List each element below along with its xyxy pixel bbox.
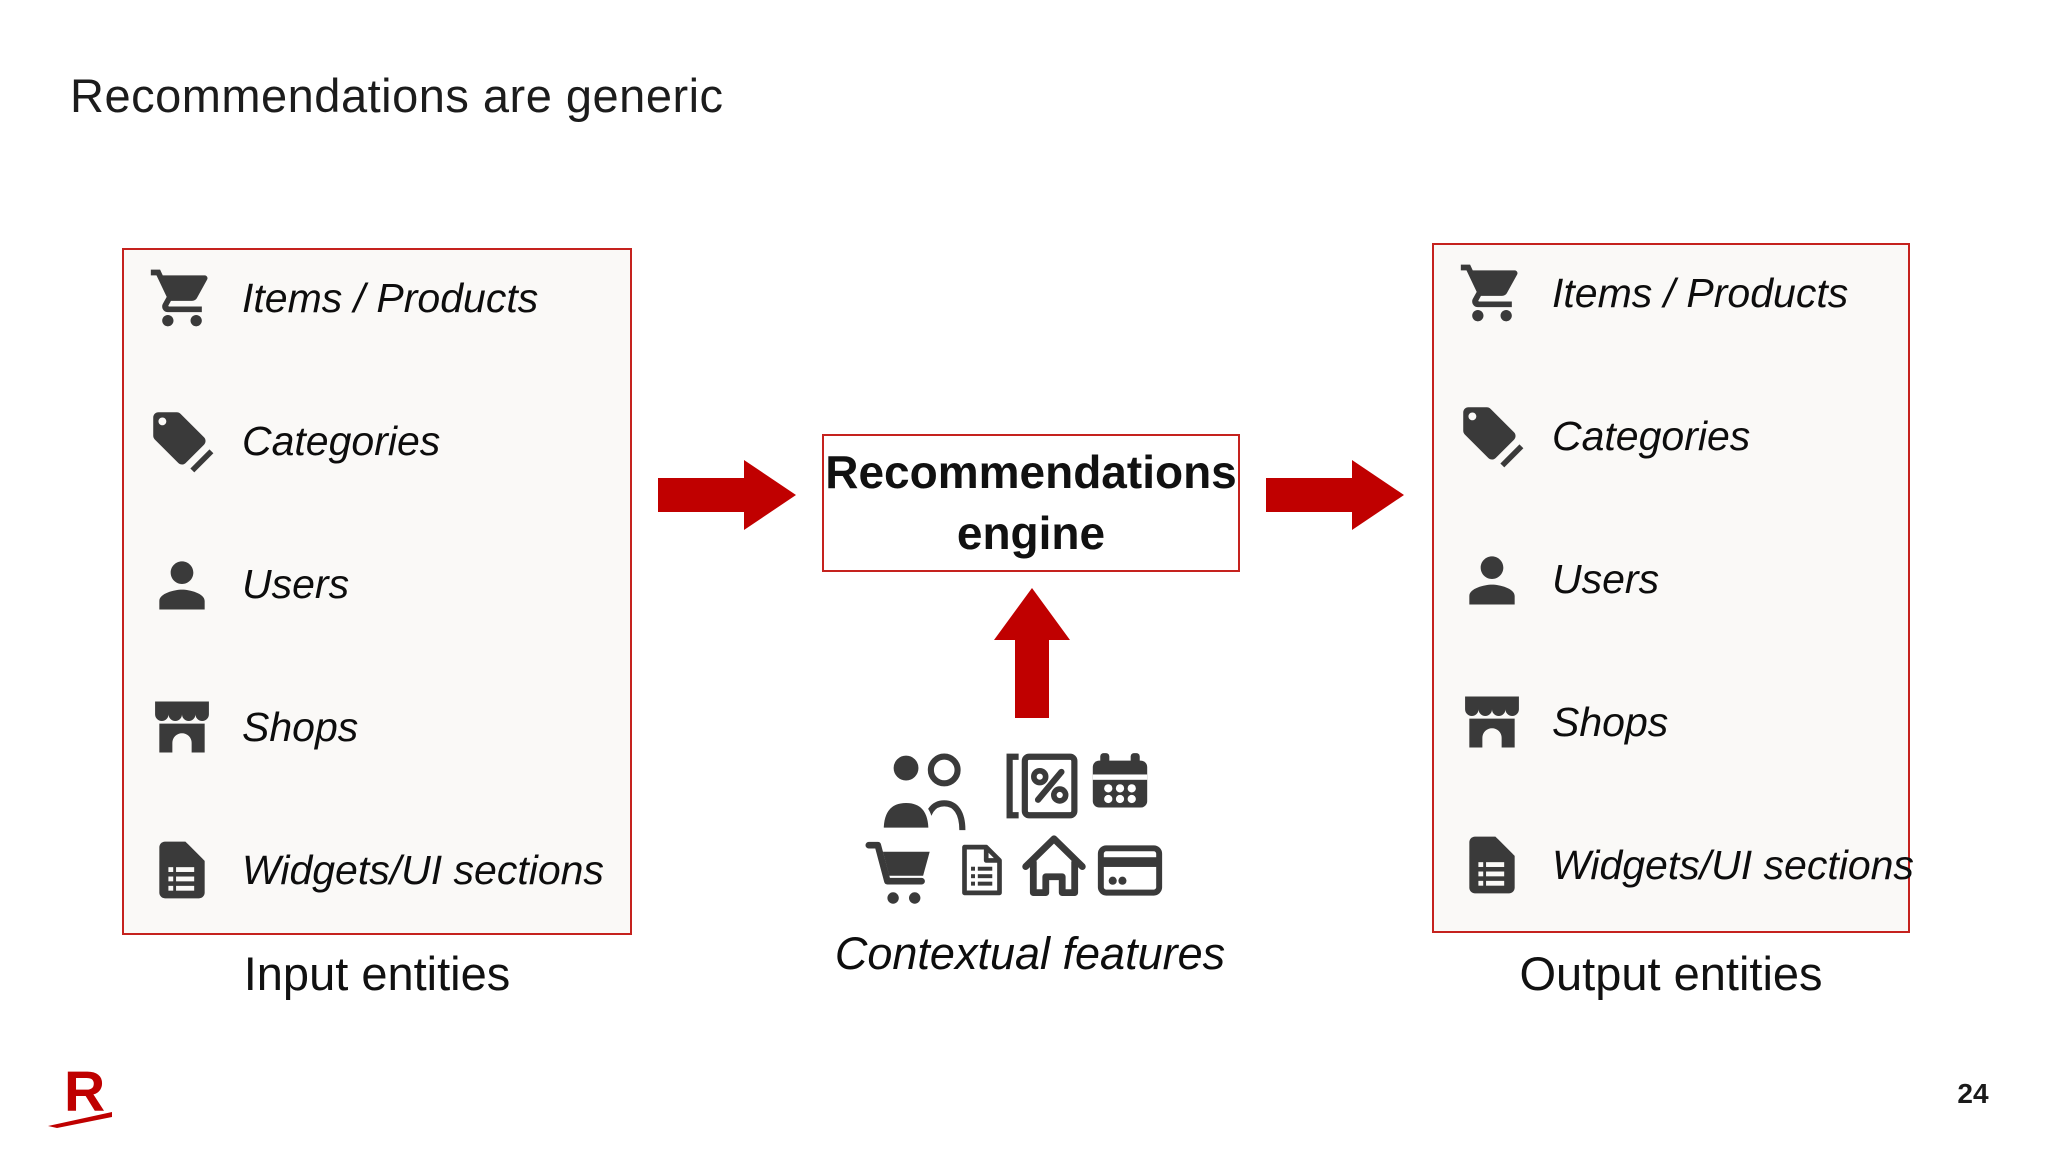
- entity-label: Items / Products: [1552, 269, 1849, 316]
- entity-label: Widgets/UI sections: [1552, 841, 1914, 888]
- document-icon: [1458, 831, 1526, 899]
- engine-label-line2: engine: [956, 507, 1106, 559]
- entity-label: Shops: [242, 703, 359, 750]
- cart-icon: [864, 834, 936, 908]
- list-item: Items / Products: [1458, 251, 1848, 335]
- document-icon: [954, 836, 1010, 904]
- entity-label: Shops: [1552, 698, 1669, 745]
- list-item: Categories: [148, 399, 440, 483]
- home-icon: [1018, 832, 1090, 900]
- arrow-right-icon: [658, 458, 798, 532]
- entity-label: Users: [242, 560, 350, 607]
- calendar-icon: [1088, 750, 1152, 816]
- tag-icon: [148, 407, 216, 475]
- page-number: 24: [1957, 1078, 1989, 1109]
- recommendations-engine-box: Recommendations engine: [822, 434, 1240, 572]
- list-item: Users: [148, 542, 349, 626]
- list-item: Users: [1458, 537, 1659, 621]
- list-item: Widgets/UI sections: [148, 828, 604, 912]
- arrow-right-icon: [1266, 458, 1406, 532]
- rakuten-logo: R: [64, 1060, 106, 1124]
- shop-icon: [1458, 688, 1526, 756]
- list-item: Items / Products: [148, 256, 538, 340]
- entity-label: Categories: [242, 417, 441, 464]
- discount-icon: [1004, 752, 1080, 820]
- input-entities-caption: Input entities: [243, 947, 511, 1000]
- user-icon: [1458, 545, 1526, 613]
- list-item: Shops: [1458, 680, 1668, 764]
- two-users-icon: [876, 748, 980, 832]
- shop-icon: [148, 693, 216, 761]
- list-item: Categories: [1458, 394, 1750, 478]
- engine-label-line1: Recommendations: [825, 446, 1237, 498]
- entity-label: Users: [1552, 555, 1660, 602]
- entity-label: Categories: [1552, 412, 1751, 459]
- document-icon: [148, 836, 216, 904]
- cart-icon: [148, 264, 216, 332]
- user-icon: [148, 550, 216, 618]
- tag-icon: [1458, 402, 1526, 470]
- arrow-up-icon: [992, 588, 1072, 718]
- input-entities-box: Items / Products Categories Users Shops …: [122, 248, 632, 935]
- output-entities-box: Items / Products Categories Users Shops …: [1432, 243, 1914, 933]
- credit-card-icon: [1096, 844, 1164, 898]
- list-item: Widgets/UI sections: [1458, 823, 1914, 907]
- page-title: Recommendations are generic: [70, 69, 724, 122]
- cart-icon: [1458, 259, 1526, 327]
- list-item: Shops: [148, 685, 358, 769]
- rakuten-logo-swoosh-icon: [48, 1112, 112, 1128]
- entity-label: Items / Products: [242, 274, 539, 321]
- entity-label: Widgets/UI sections: [242, 846, 604, 893]
- contextual-features-caption: Contextual features: [834, 928, 1226, 979]
- output-entities-caption: Output entities: [1519, 947, 1823, 1000]
